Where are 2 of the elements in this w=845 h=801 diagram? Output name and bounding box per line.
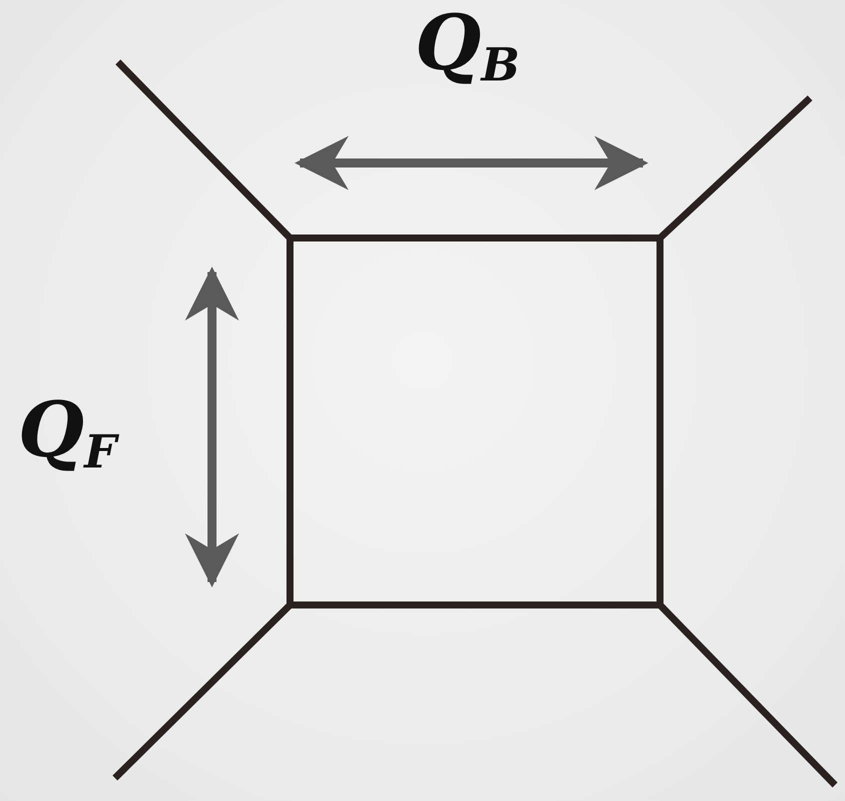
charge-label: Q$_{F}$: [18, 392, 117, 475]
charge-label: Q$_{B}$: [415, 5, 520, 88]
